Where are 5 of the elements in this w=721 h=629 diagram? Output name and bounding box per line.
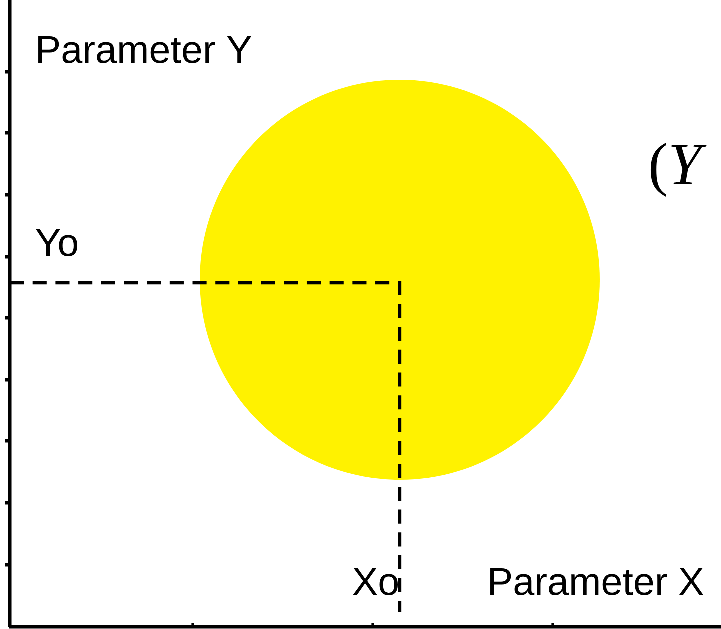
axis-label: Yo bbox=[36, 230, 78, 256]
axis-label: Parameter X bbox=[490, 568, 704, 596]
axis-label: Parameter Y bbox=[38, 36, 252, 64]
axis-label: (Y bbox=[650, 142, 707, 198]
axis-label: Xo bbox=[353, 568, 398, 596]
